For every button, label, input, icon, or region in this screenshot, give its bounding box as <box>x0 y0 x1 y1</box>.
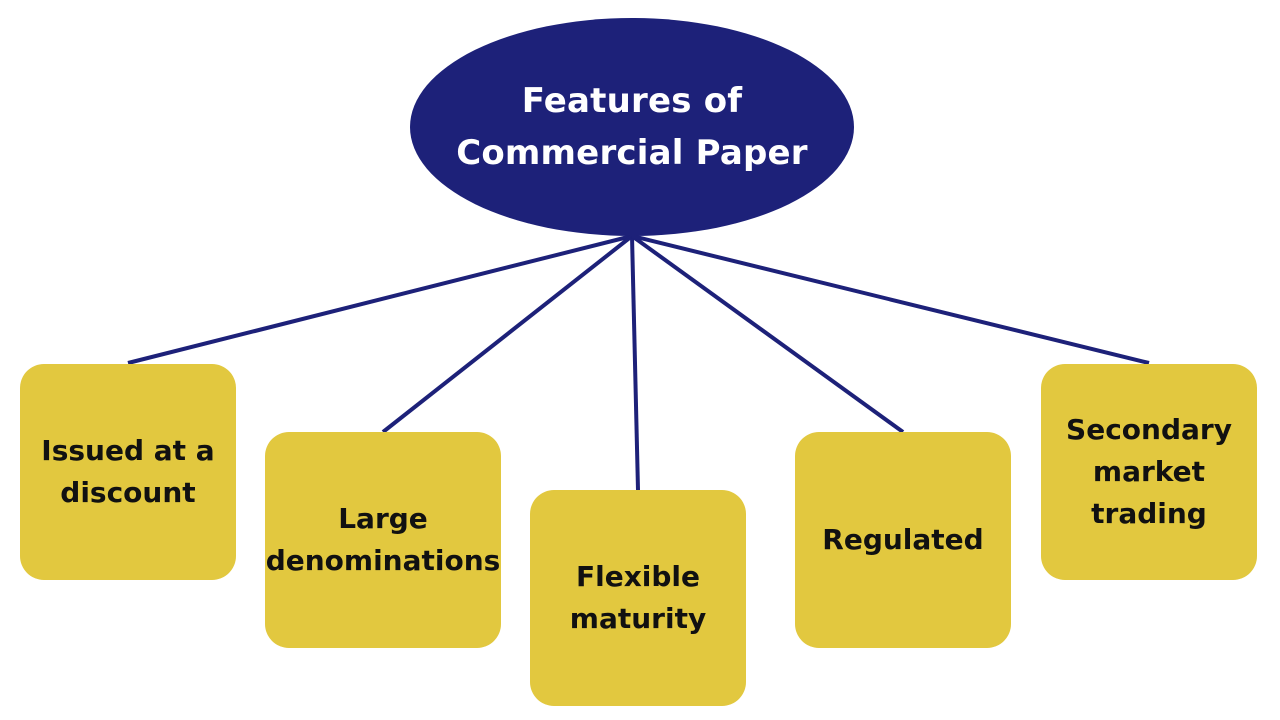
connector-regulated <box>630 234 905 434</box>
feature-label-issued-at-a-discount: Issued at a discount <box>41 434 215 509</box>
root-node: Features of Commercial Paper <box>410 18 854 236</box>
connector-issued-at-a-discount <box>127 234 633 365</box>
feature-box-regulated: Regulated <box>795 432 1011 648</box>
connector-secondary-market-trading <box>631 234 1150 365</box>
connector-flexible-maturity <box>630 235 640 491</box>
feature-box-large-denominations: Large denominations <box>265 432 501 648</box>
feature-label-regulated: Regulated <box>822 523 984 556</box>
feature-label-secondary-market-trading: Secondary market trading <box>1066 413 1232 530</box>
feature-label-flexible-maturity: Flexible maturity <box>569 560 707 635</box>
feature-label-large-denominations: Large denominations <box>265 502 501 577</box>
feature-box-secondary-market-trading: Secondary market trading <box>1041 364 1257 580</box>
feature-box-issued-at-a-discount: Issued at a discount <box>20 364 236 580</box>
root-title: Features of Commercial Paper <box>456 81 808 173</box>
feature-box-flexible-maturity: Flexible maturity <box>530 490 746 706</box>
connector-large-denominations <box>381 234 634 434</box>
